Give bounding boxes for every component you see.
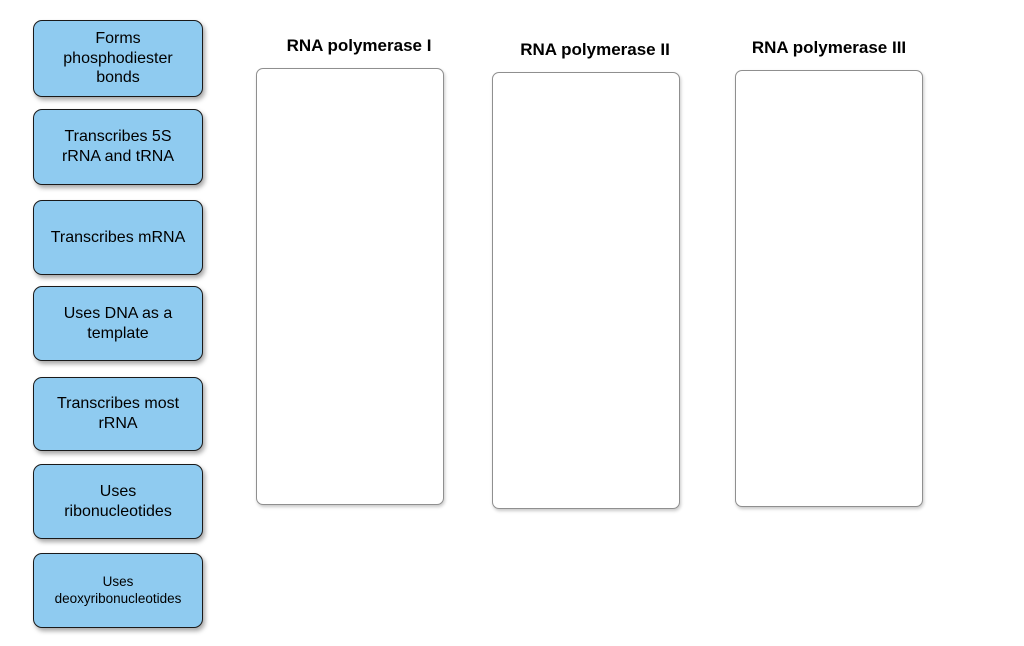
- column-rna-polymerase-i: RNA polymerase I: [256, 36, 444, 505]
- drag-tile-uses-ribonucleotides[interactable]: Uses ribonucleotides: [33, 464, 203, 539]
- drag-tile-uses-deoxyribonucleotides[interactable]: Uses deoxyribonucleotides: [33, 553, 203, 628]
- drag-tile-uses-dna-as-a-template[interactable]: Uses DNA as a template: [33, 286, 203, 361]
- tile-label: Uses ribonucleotides: [64, 482, 172, 520]
- drag-tile-transcribes-5s-rrna-and-trna[interactable]: Transcribes 5S rRNA and tRNA: [33, 109, 203, 185]
- column-header-rna-polymerase-ii: RNA polymerase II: [520, 40, 670, 59]
- column-header-rna-polymerase-iii: RNA polymerase III: [751, 38, 907, 57]
- column-rna-polymerase-ii: RNA polymerase II: [492, 40, 680, 509]
- tile-label: Forms phosphodiester bonds: [63, 30, 173, 87]
- drag-tile-forms-phosphodiester-bonds[interactable]: Forms phosphodiester bonds: [33, 20, 203, 97]
- drop-zone-rna-polymerase-iii[interactable]: [735, 70, 923, 507]
- column-rna-polymerase-iii: RNA polymerase III: [735, 38, 923, 507]
- column-header-rna-polymerase-i: RNA polymerase I: [286, 36, 432, 55]
- tile-label: Transcribes 5S rRNA and tRNA: [61, 128, 175, 165]
- drop-zone-rna-polymerase-i[interactable]: [256, 68, 444, 505]
- tile-label: Uses deoxyribonucleotides: [54, 574, 182, 606]
- tile-label: Transcribes most rRNA: [56, 395, 180, 432]
- drag-tile-transcribes-mrna[interactable]: Transcribes mRNA: [33, 200, 203, 275]
- drop-zone-rna-polymerase-ii[interactable]: [492, 72, 680, 509]
- tile-label: Uses DNA as a template: [63, 304, 173, 342]
- tile-label: Transcribes mRNA: [50, 228, 186, 246]
- drag-tile-transcribes-most-rrna[interactable]: Transcribes most rRNA: [33, 377, 203, 451]
